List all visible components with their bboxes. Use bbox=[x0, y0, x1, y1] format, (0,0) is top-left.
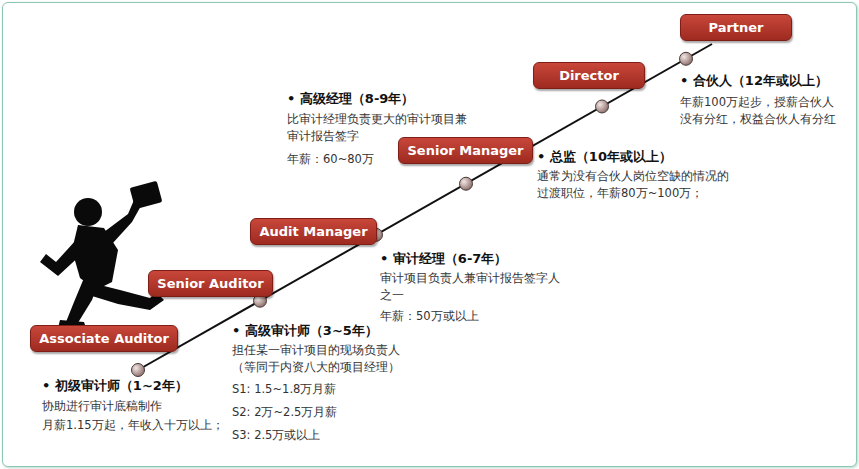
role-note: 年薪：60~80万 bbox=[287, 151, 387, 168]
role-note: S1: 1.5~1.8万月薪 bbox=[232, 381, 422, 398]
role-title: Senior Auditor bbox=[157, 276, 263, 291]
role-heading: • 初级审计师（1~2年） bbox=[42, 377, 242, 394]
role-heading: • 高级经理（8-9年） bbox=[287, 90, 487, 107]
role-badge: Associate Auditor bbox=[30, 325, 178, 352]
career-line bbox=[138, 44, 712, 370]
role-badge: Audit Manager bbox=[250, 218, 377, 245]
role-badge: Senior Manager bbox=[398, 137, 533, 164]
milestone-dot bbox=[132, 364, 145, 377]
role-title: Senior Manager bbox=[407, 143, 523, 158]
milestone-dot bbox=[680, 52, 693, 65]
milestone-dots bbox=[132, 52, 693, 376]
milestone-dot bbox=[460, 177, 473, 190]
role-title: Director bbox=[559, 68, 619, 83]
role-badge: Director bbox=[533, 62, 645, 89]
role-heading: • 审计经理（6-7年） bbox=[380, 250, 590, 267]
role-heading: • 总监（10年或以上） bbox=[537, 148, 757, 165]
role-note: 担任某一审计项目的现场负责人（等同于内资八大的项目经理） bbox=[232, 342, 410, 376]
role-heading: • 高级审计师（3~5年） bbox=[232, 322, 432, 339]
role-note: 审计项目负责人兼审计报告签字人之一 bbox=[380, 270, 566, 304]
climber-silhouette bbox=[40, 181, 164, 328]
role-note: S3: 2.5万或以上 bbox=[232, 427, 422, 444]
role-note: 协助进行审计底稿制作 bbox=[42, 398, 242, 415]
role-note: S2: 2万~2.5万月薪 bbox=[232, 404, 422, 421]
milestone-dot bbox=[596, 100, 609, 113]
role-title: Audit Manager bbox=[259, 224, 367, 239]
role-title: Associate Auditor bbox=[39, 331, 169, 346]
role-badge: Senior Auditor bbox=[148, 270, 273, 297]
role-title: Partner bbox=[708, 20, 763, 35]
role-badge: Partner bbox=[680, 14, 792, 41]
role-note: 月薪1.15万起，年收入十万以上； bbox=[42, 417, 238, 434]
role-note: 比审计经理负责更大的审计项目兼审计报告签字 bbox=[287, 111, 477, 145]
role-note: 年薪：50万或以上 bbox=[380, 308, 570, 325]
role-note: 通常为没有合伙人岗位空缺的情况的过渡职位，年薪80万~100万； bbox=[537, 168, 737, 202]
role-heading: • 合伙人（12年或以上） bbox=[680, 72, 850, 89]
role-note: 年薪100万起步，授薪合伙人没有分红，权益合伙人有分红 bbox=[680, 94, 845, 128]
